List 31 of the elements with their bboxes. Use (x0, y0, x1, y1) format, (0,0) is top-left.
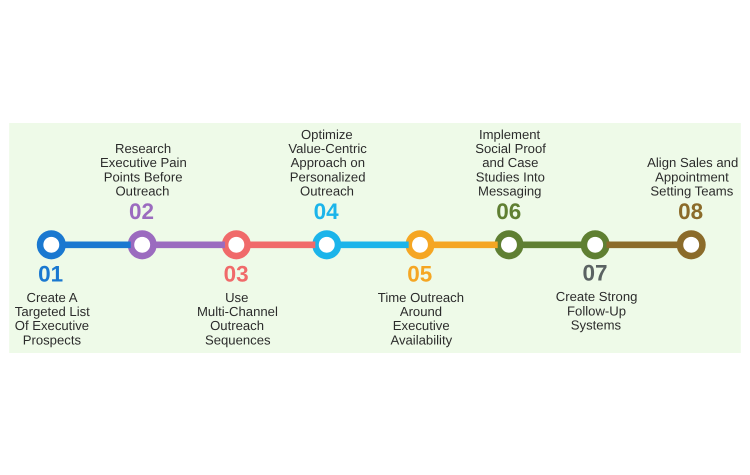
node-label: 08 (678, 198, 704, 224)
node-label: 06 (496, 198, 522, 224)
connector (248, 241, 316, 248)
node-label: Create A Targeted List Of Executive Prospects (14, 290, 90, 347)
node-label: 04 (314, 198, 339, 224)
node-label: 02 (129, 198, 154, 224)
node-circle (36, 230, 66, 259)
node-label: Research Executive Pain Points Before Outreach (100, 140, 187, 198)
connector (606, 241, 680, 248)
node-label: Optimize Value-Centric Approach on Personalized Outreach (288, 126, 367, 198)
node-circle (312, 230, 342, 259)
connector (520, 241, 584, 248)
node-label: 01 (38, 261, 64, 286)
node-label: 05 (407, 261, 432, 286)
node-label: 03 (224, 261, 249, 286)
connector (338, 241, 409, 248)
node-label: Implement Social Proof and Case Studies Into Messaging (475, 126, 546, 198)
node-label: Time Outreach Around Executive Availability (378, 290, 464, 347)
node-circle (494, 230, 524, 259)
node-circle (405, 230, 434, 259)
connector (431, 241, 498, 248)
node-circle (222, 230, 251, 259)
node-label: Use Multi-Channel Outreach Sequences (196, 290, 278, 347)
node-circle (128, 230, 157, 259)
connector (154, 241, 225, 248)
node-circle (580, 230, 610, 259)
node-circle (676, 230, 706, 259)
connector (62, 241, 131, 248)
node-label: Align Sales and Appointment Setting Teams (647, 154, 738, 198)
node-label: 07 (582, 260, 608, 286)
node-label: Create Strong Follow-Up Systems (556, 288, 638, 332)
